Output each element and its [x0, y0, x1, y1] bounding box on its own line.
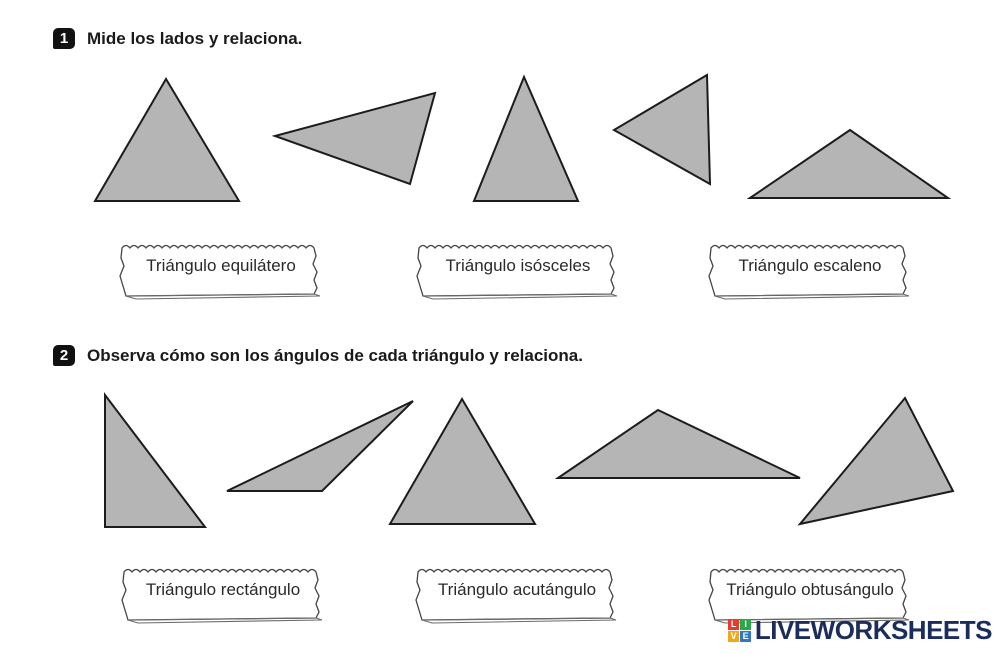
liveworksheets-logo-icon: L I V E: [727, 619, 751, 642]
label-card-escaleno[interactable]: Triángulo escaleno: [705, 238, 915, 300]
liveworksheets-brand[interactable]: L I V E LIVEWORKSHEETS: [727, 615, 993, 646]
label-rectangulo: Triángulo rectángulo: [145, 580, 301, 599]
triangle-2-4[interactable]: [554, 408, 801, 479]
triangle-1-2[interactable]: [271, 91, 437, 186]
triangle-2-2[interactable]: [226, 400, 414, 492]
triangle-2-5[interactable]: [797, 396, 955, 526]
label-card-rectangulo[interactable]: Triángulo rectángulo: [118, 562, 328, 624]
brand-text: LIVEWORKSHEETS: [754, 615, 993, 645]
exercise-2-number: 2: [53, 345, 75, 366]
torn-paper-frame: [119, 244, 321, 300]
triangle-1-5[interactable]: [746, 128, 952, 199]
label-card-obtusangulo[interactable]: Triángulo obtusángulo: [705, 562, 915, 624]
exercise-1-number: 1: [53, 28, 75, 49]
torn-paper-frame: [121, 568, 323, 624]
exercise-2-heading: 2 Observa cómo son los ángulos de cada t…: [53, 345, 583, 366]
label-card-acutangulo[interactable]: Triángulo acutángulo: [412, 562, 622, 624]
torn-paper-frame: [708, 244, 910, 300]
logo-letter: L: [727, 619, 739, 630]
exercise-2-title: Observa cómo son los ángulos de cada tri…: [87, 345, 583, 365]
logo-letter: I: [739, 619, 751, 630]
triangle-1-4[interactable]: [611, 73, 712, 186]
triangle-2-1[interactable]: [104, 392, 208, 528]
logo-letter: E: [739, 631, 751, 642]
exercise-1-title: Mide los lados y relaciona.: [87, 28, 303, 48]
logo-letter: V: [727, 631, 739, 642]
triangle-2-3[interactable]: [388, 397, 537, 525]
label-obtusangulo: Triángulo obtusángulo: [726, 580, 894, 599]
torn-paper-frame: [416, 244, 618, 300]
triangle-1-3[interactable]: [472, 74, 580, 202]
torn-paper-frame: [415, 568, 617, 624]
label-escaleno: Triángulo escaleno: [738, 256, 882, 275]
label-card-equilatero[interactable]: Triángulo equilátero: [116, 238, 326, 300]
exercise-1-heading: 1 Mide los lados y relaciona.: [53, 28, 302, 49]
label-isosceles: Triángulo isósceles: [445, 256, 591, 275]
label-acutangulo: Triángulo acutángulo: [437, 580, 597, 599]
label-card-isosceles[interactable]: Triángulo isósceles: [413, 238, 623, 300]
label-equilatero: Triángulo equilátero: [146, 256, 296, 275]
torn-paper-frame: [708, 568, 910, 624]
triangle-1-1[interactable]: [93, 77, 241, 202]
